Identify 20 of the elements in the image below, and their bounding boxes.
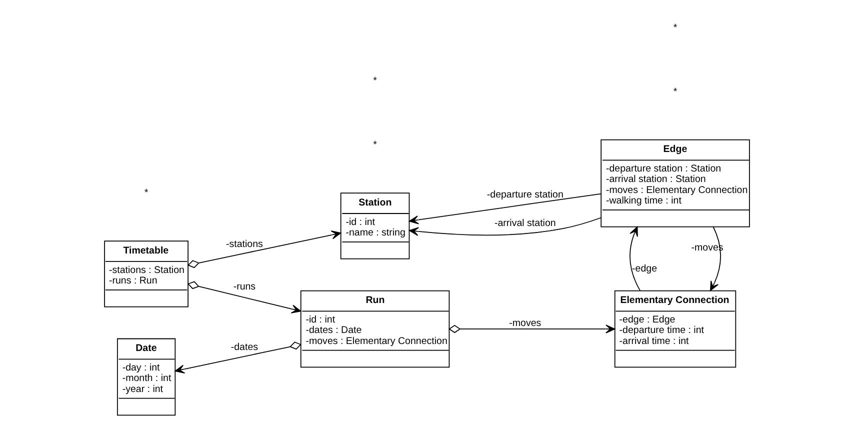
edge-label: -runs (232, 282, 256, 293)
edge-label: -arrival station (494, 218, 556, 229)
arrow (408, 217, 601, 236)
arrow (710, 226, 720, 291)
arrow (408, 193, 601, 224)
arrow (174, 342, 301, 374)
edge-label: -stations (225, 239, 262, 250)
arrow (629, 226, 640, 291)
label: * (372, 76, 376, 87)
edge-label: -edge (632, 263, 657, 274)
arrow (187, 230, 341, 268)
arrow (187, 281, 301, 314)
label: * (672, 86, 677, 98)
edge-label: -departure station (486, 189, 563, 200)
label: * (144, 188, 148, 199)
edge-label: -dates (230, 342, 258, 354)
arrow (448, 324, 615, 334)
label: * (372, 140, 376, 151)
label: * (672, 22, 677, 34)
edge-label: -moves (508, 318, 541, 330)
